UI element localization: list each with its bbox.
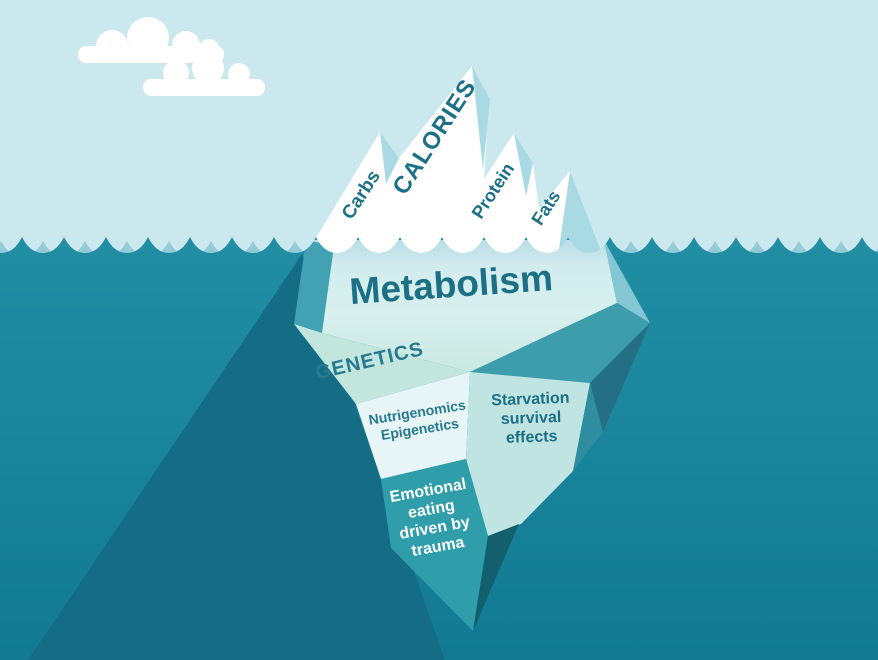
facet-right-mid: [470, 303, 650, 383]
label-starvation: Starvation survival effects: [491, 390, 570, 447]
facet-tip-dark: [473, 524, 519, 631]
facet-starvation-edge: [573, 383, 603, 471]
facet-genetics: [294, 324, 470, 404]
facet-left-flank: [294, 240, 334, 333]
facet-metabolism: [306, 240, 617, 372]
iceberg-white-body: [305, 66, 603, 253]
cloud-group: [78, 17, 265, 96]
facet-right-light: [604, 240, 650, 323]
facet-starvation: [466, 372, 590, 536]
facet-right-dark: [590, 323, 650, 432]
facet-nutrigenomics: [356, 372, 470, 479]
submerged-iceberg: [294, 240, 650, 631]
label-starvation-line1: Starvation: [491, 390, 570, 410]
iceberg-above-water: [305, 66, 603, 253]
cloud-icon: [143, 52, 265, 96]
iceberg-flank-shading: [380, 66, 603, 253]
facet-emotional: [381, 459, 488, 631]
label-starvation-line2: survival: [500, 409, 561, 428]
label-starvation-line3: effects: [506, 428, 558, 447]
iceberg-shadow: [28, 254, 445, 660]
